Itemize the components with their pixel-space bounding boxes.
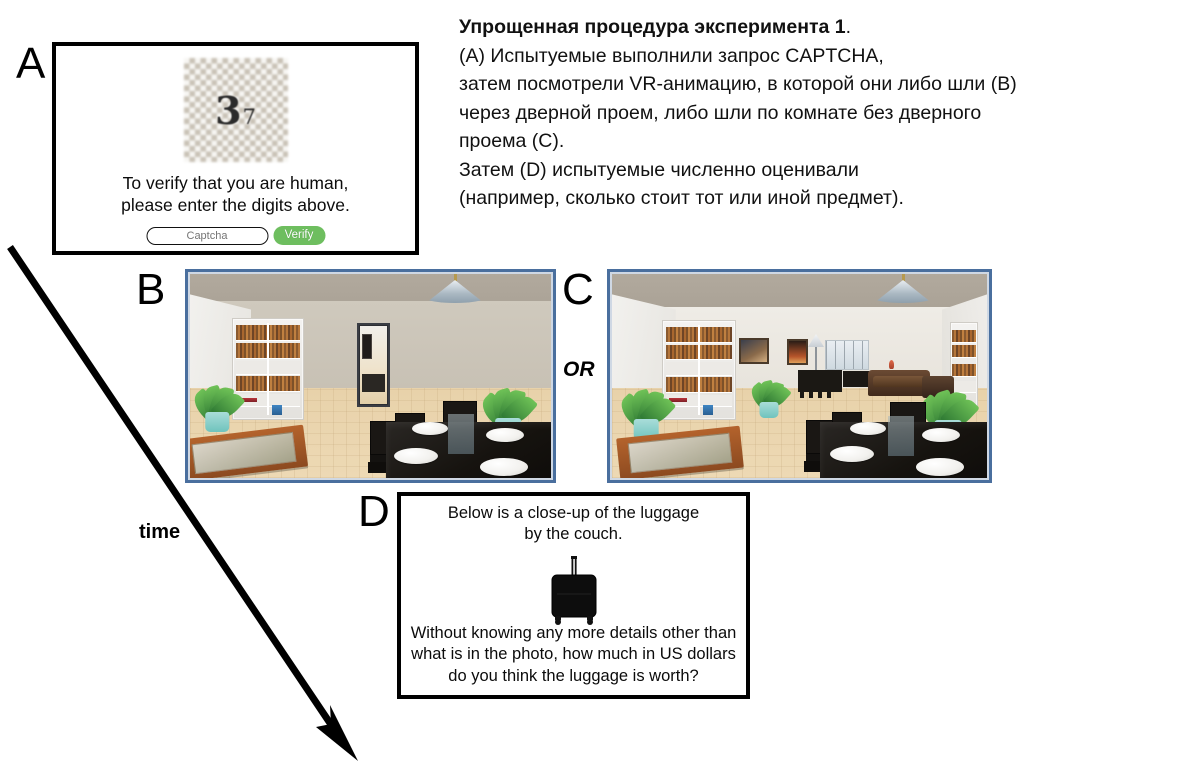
wall-painting	[739, 338, 769, 364]
luggage-question-line-3: do you think the luggage is worth?	[448, 666, 699, 685]
plate	[486, 428, 524, 442]
potted-plant-center	[747, 372, 792, 418]
sofa	[868, 370, 930, 396]
panel-a-captcha: 3 7 To verify that you are human, please…	[52, 42, 419, 255]
caption-title-suffix: .	[845, 16, 852, 38]
figure-caption: Упрощенная процедура эксперимента 1. (A)…	[459, 13, 1194, 213]
captcha-instruction-line-2: please enter the digits above.	[121, 195, 350, 216]
shelf-red-item	[668, 398, 688, 403]
far-chair	[827, 380, 831, 398]
luggage-question-line-2: what is in the photo, how much in US dol…	[411, 645, 736, 664]
shelf-blue-box	[703, 405, 714, 416]
captcha-verify-button[interactable]: Verify	[273, 226, 325, 245]
caption-line-5: Затем (D) испытуемые численно оценивали	[459, 158, 859, 181]
potted-plant-left	[615, 378, 677, 440]
wall-painting	[787, 339, 808, 365]
luggage-prompt-line-1: Below is a close-up of the luggage	[447, 504, 700, 522]
shelf-empty-row	[952, 381, 976, 393]
bookshelf	[232, 318, 304, 420]
panel-letter-b: B	[136, 265, 166, 314]
far-room-picture	[362, 333, 373, 360]
plate	[916, 458, 964, 476]
shelf-books-row	[952, 364, 976, 378]
shelf-divider	[698, 324, 701, 416]
doorway	[357, 323, 390, 407]
plate	[480, 458, 528, 476]
far-chair	[809, 380, 813, 398]
table-centerpiece	[888, 416, 914, 456]
shelf-divider	[267, 323, 270, 415]
captcha-controls: Verify	[146, 226, 325, 245]
panel-c-vr-scene-open	[607, 269, 992, 483]
panel-b-vr-scene-doorway	[185, 269, 556, 483]
time-axis-label: time	[139, 521, 181, 543]
captcha-digits: 3 7	[215, 92, 256, 130]
luggage-prompt-line-2: by the couch.	[524, 525, 623, 544]
plate	[412, 422, 448, 435]
caption-line-2: затем посмотрели VR-анимацию, в которой …	[459, 73, 1017, 96]
far-sideboard	[843, 371, 869, 387]
far-room-table	[362, 374, 385, 392]
captcha-instruction-line-1: To verify that you are human,	[122, 173, 349, 193]
vr-scene-c	[612, 274, 987, 478]
table-centerpiece	[448, 414, 474, 454]
captcha-instructions: To verify that you are human, please ent…	[56, 172, 415, 217]
captcha-image	[183, 58, 288, 162]
shelf-books-row	[952, 329, 976, 343]
plate	[830, 446, 874, 462]
captcha-digit-small: 7	[242, 105, 256, 129]
floor-lamp-pole	[815, 336, 817, 384]
captcha-input[interactable]	[146, 226, 268, 245]
window	[825, 340, 869, 370]
suitcase-icon	[551, 556, 596, 625]
far-chair	[800, 380, 804, 398]
vase	[889, 360, 894, 369]
plate	[850, 422, 886, 435]
panel-d-valuation-question: Below is a close-up of the luggage by th…	[397, 492, 750, 699]
time-arrow	[7, 245, 358, 761]
captcha-digit-large: 3	[215, 88, 242, 133]
shelf-books-row	[952, 345, 976, 359]
shelf-blue-box	[272, 405, 282, 415]
caption-title: Упрощенная процедура эксперимента 1	[459, 16, 846, 38]
coffee-table-glass	[191, 431, 297, 475]
or-label: OR	[563, 358, 595, 381]
vr-scene-b	[190, 274, 551, 478]
plate	[922, 428, 960, 442]
luggage-prompt: Below is a close-up of the luggage by th…	[407, 503, 740, 545]
lamp-cord-icon	[454, 274, 457, 281]
luggage-question-line-1: Without knowing any more details other t…	[410, 623, 737, 642]
panel-letter-c: C	[562, 265, 594, 314]
coffee-table-glass	[627, 432, 733, 474]
potted-plant-left	[190, 374, 246, 432]
caption-line-1: (A) Испытуемые выполнили запрос CAPTCHA,	[459, 44, 884, 67]
far-chair	[818, 380, 822, 398]
panel-letter-a: A	[16, 39, 46, 88]
lamp-cord-icon	[902, 274, 905, 281]
caption-line-6: (например, сколько стоит тот или иной пр…	[459, 187, 904, 210]
doorway-opening	[360, 326, 387, 404]
shelf-red-item	[238, 398, 257, 402]
luggage-question: Without knowing any more details other t…	[405, 623, 742, 687]
plate	[394, 448, 438, 464]
caption-title-line: Упрощенная процедура эксперимента 1.	[459, 13, 1194, 42]
panel-letter-d: D	[358, 487, 390, 536]
caption-line-4: проема (C).	[459, 130, 565, 153]
caption-line-3: через дверной проем, либо шли по комнате…	[459, 101, 982, 124]
